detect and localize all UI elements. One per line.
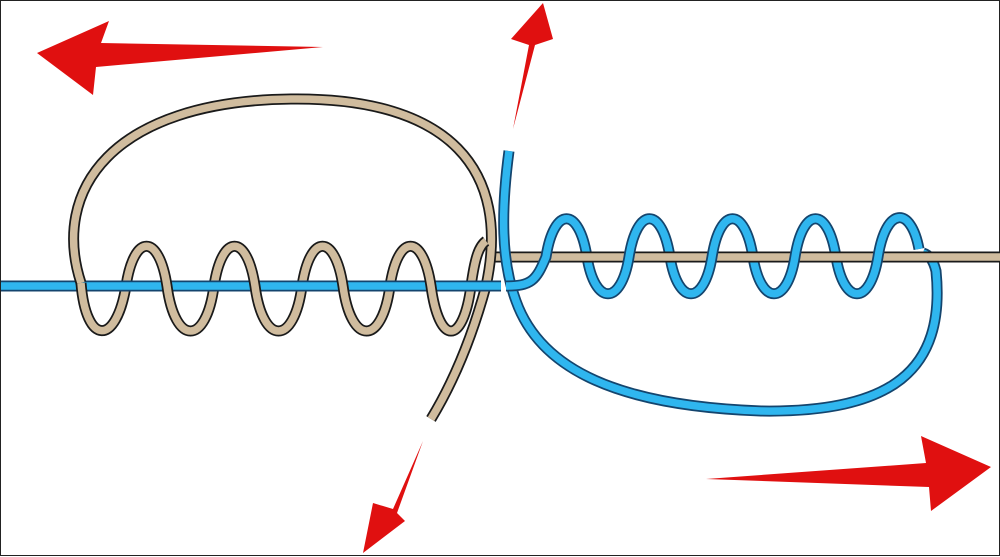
pull-right-arrow <box>706 436 991 511</box>
blue-coils-fill <box>505 214 923 298</box>
tan-tag-end-fill <box>69 95 496 421</box>
blue-tag-end-fill <box>499 150 941 415</box>
pull-down-arrow <box>363 441 423 553</box>
tan-coils-fill <box>77 237 489 335</box>
blue-coils <box>505 212 925 300</box>
tan-coils <box>75 236 490 337</box>
pull-up-arrow <box>511 3 553 129</box>
blue-tag-end <box>498 150 943 417</box>
tan-tag-end <box>68 93 497 422</box>
pull-left-arrow <box>37 21 323 95</box>
